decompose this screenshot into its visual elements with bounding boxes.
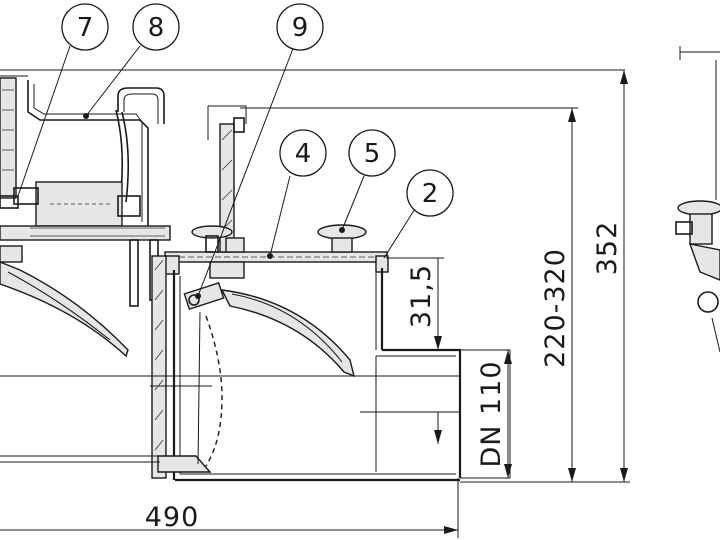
- dimension-490-label: 490: [145, 502, 200, 533]
- tank-body: [0, 251, 511, 482]
- side-view-partial: [675, 46, 720, 353]
- callout-9: 9: [276, 3, 324, 51]
- dimension-31-5-label: 31,5: [406, 264, 437, 328]
- callout-5: 5: [348, 129, 396, 177]
- dimension-31-5: 31,5: [386, 257, 444, 350]
- callout-4: 4: [279, 129, 327, 177]
- flap-valve: [183, 281, 356, 467]
- callout-5-label: 5: [364, 139, 381, 169]
- actuator-rod: [191, 105, 247, 279]
- callout-2: 2: [406, 169, 454, 217]
- callout-2-label: 2: [422, 179, 439, 209]
- dimension-490: 490: [0, 478, 459, 538]
- dimension-220-320-label: 220-320: [540, 248, 571, 368]
- dimension-352-label: 352: [592, 221, 623, 276]
- dimension-352: 352: [460, 70, 630, 483]
- callout-7: 7: [61, 3, 109, 51]
- dimension-dn110-label: DN 110: [476, 360, 507, 467]
- callout-8: 8: [132, 3, 180, 51]
- callout-4-label: 4: [295, 139, 312, 169]
- dimension-dn110: DN 110: [434, 350, 512, 478]
- callout-7-label: 7: [77, 13, 94, 43]
- callout-leaders: [17, 45, 419, 299]
- pump-assembly: [0, 69, 625, 358]
- dimension-220-320: 220-320: [240, 107, 578, 482]
- callout-9-label: 9: [292, 13, 309, 43]
- callout-8-label: 8: [148, 13, 165, 43]
